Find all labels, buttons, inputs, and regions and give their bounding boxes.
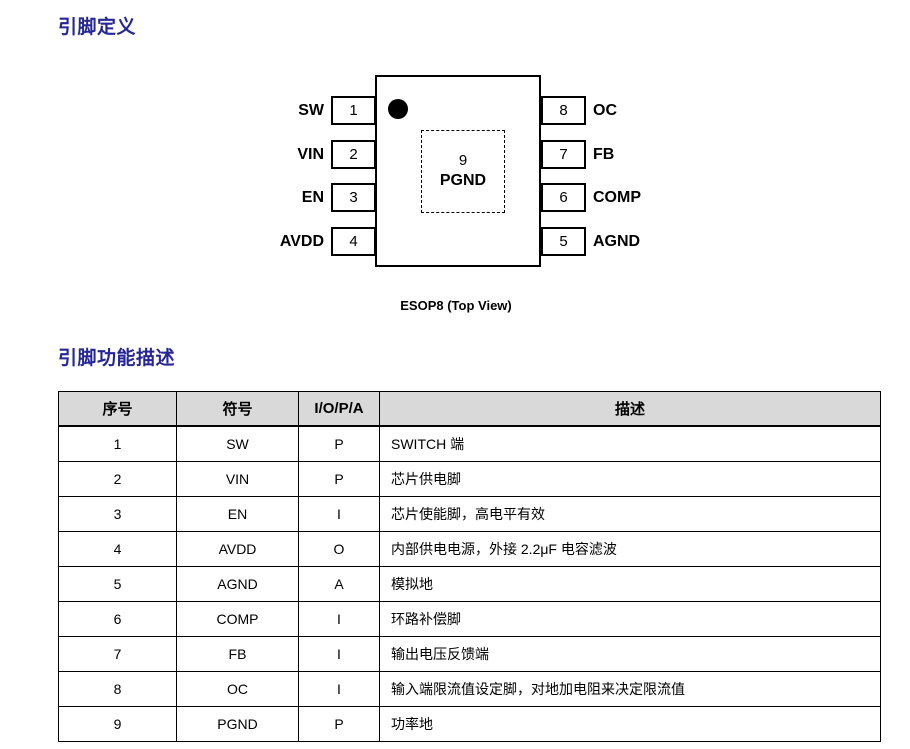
cell-description: 输入端限流值设定脚，对地加电阻来决定限流值 xyxy=(379,671,881,707)
table-row: 5 AGND A 模拟地 xyxy=(58,566,881,602)
pin-label-vin: VIN xyxy=(297,145,324,163)
cell-symbol: SW xyxy=(176,425,299,462)
cell-description: 内部供电电源，外接 2.2μF 电容滤波 xyxy=(379,531,881,567)
column-header-io: I/O/P/A xyxy=(298,391,380,427)
column-header-description: 描述 xyxy=(379,391,881,427)
table-row: 6 COMP I 环路补偿脚 xyxy=(58,601,881,637)
cell-description: 模拟地 xyxy=(379,566,881,602)
cell-symbol: FB xyxy=(176,636,299,672)
cell-io: I xyxy=(298,496,380,532)
table-row: 3 EN I 芯片使能脚，高电平有效 xyxy=(58,496,881,532)
thermal-pad-number: 9 xyxy=(458,152,468,170)
diagram-caption-text: ESOP8 (Top View) xyxy=(400,298,512,313)
cell-symbol: VIN xyxy=(176,461,299,497)
page-title-pin-definition: 引脚定义 xyxy=(58,17,137,38)
pin-box-1: 1 xyxy=(331,96,376,125)
pin-box-8: 8 xyxy=(541,96,586,125)
page-title-pin-function: 引脚功能描述 xyxy=(58,348,176,369)
cell-no: 1 xyxy=(58,425,177,462)
cell-no: 5 xyxy=(58,566,177,602)
cell-symbol: PGND xyxy=(176,706,299,742)
cell-no: 9 xyxy=(58,706,177,742)
pin-label-agnd: AGND xyxy=(593,232,641,250)
cell-description: 环路补偿脚 xyxy=(379,601,881,637)
cell-description: 输出电压反馈端 xyxy=(379,636,881,672)
cell-io: P xyxy=(298,461,380,497)
table-row: 2 VIN P 芯片供电脚 xyxy=(58,461,881,497)
cell-description: 功率地 xyxy=(379,706,881,742)
cell-io: I xyxy=(298,671,380,707)
cell-no: 7 xyxy=(58,636,177,672)
cell-io: O xyxy=(298,531,380,567)
pin-box-5: 5 xyxy=(541,227,586,256)
pin-label-en: EN xyxy=(301,188,324,206)
cell-no: 2 xyxy=(58,461,177,497)
cell-no: 3 xyxy=(58,496,177,532)
table-header-row: 序号 符号 I/O/P/A 描述 xyxy=(58,391,881,427)
cell-io: A xyxy=(298,566,380,602)
cell-symbol: OC xyxy=(176,671,299,707)
cell-description: 芯片供电脚 xyxy=(379,461,881,497)
pin-box-4: 4 xyxy=(331,227,376,256)
cell-io: I xyxy=(298,601,380,637)
pin-function-table: 序号 符号 I/O/P/A 描述 1 SW P SWITCH 端 2 VIN P… xyxy=(58,391,881,742)
thermal-pad-label: PGND xyxy=(439,171,487,189)
pin-label-oc: OC xyxy=(593,101,617,119)
cell-symbol: EN xyxy=(176,496,299,532)
cell-io: P xyxy=(298,706,380,742)
table-row: 7 FB I 输出电压反馈端 xyxy=(58,636,881,672)
column-header-symbol: 符号 xyxy=(176,391,299,427)
table-row: 8 OC I 输入端限流值设定脚，对地加电阻来决定限流值 xyxy=(58,671,881,707)
thermal-pad-pgnd: 9 PGND xyxy=(421,130,505,213)
table-row: 1 SW P SWITCH 端 xyxy=(58,425,881,462)
cell-symbol: AGND xyxy=(176,566,299,602)
cell-symbol: COMP xyxy=(176,601,299,637)
pin-label-avdd: AVDD xyxy=(279,232,324,250)
cell-io: I xyxy=(298,636,380,672)
pin1-marker-dot-icon xyxy=(388,99,408,119)
pin-function-table-body: 1 SW P SWITCH 端 2 VIN P 芯片供电脚 3 EN I 芯片使… xyxy=(58,425,881,742)
pin-label-comp: COMP xyxy=(593,188,641,206)
table-row: 4 AVDD O 内部供电电源，外接 2.2μF 电容滤波 xyxy=(58,531,881,567)
cell-io: P xyxy=(298,425,380,462)
pin-box-3: 3 xyxy=(331,183,376,212)
pin-label-fb: FB xyxy=(593,145,615,163)
package-pinout-diagram: 9 PGND SW 1 VIN 2 EN 3 AVDD 4 8 OC 7 FB … xyxy=(0,0,910,330)
cell-description: SWITCH 端 xyxy=(379,425,881,462)
cell-no: 4 xyxy=(58,531,177,567)
diagram-caption: ESOP8 (Top View) xyxy=(0,298,910,313)
table-row: 9 PGND P 功率地 xyxy=(58,706,881,742)
pin-box-7: 7 xyxy=(541,140,586,169)
pin-box-6: 6 xyxy=(541,183,586,212)
pin-box-2: 2 xyxy=(331,140,376,169)
cell-no: 6 xyxy=(58,601,177,637)
cell-no: 8 xyxy=(58,671,177,707)
pin-label-sw: SW xyxy=(298,101,324,119)
column-header-no: 序号 xyxy=(58,391,177,427)
cell-description: 芯片使能脚，高电平有效 xyxy=(379,496,881,532)
cell-symbol: AVDD xyxy=(176,531,299,567)
